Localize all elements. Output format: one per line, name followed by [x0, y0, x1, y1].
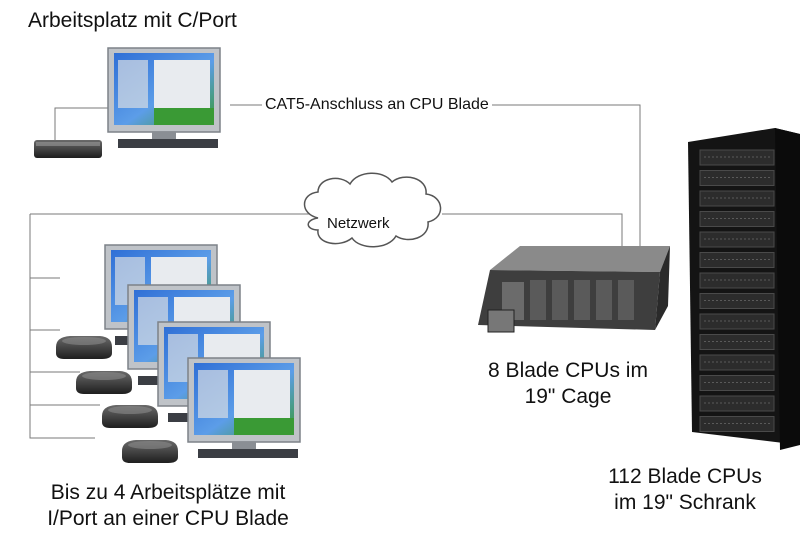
rack-label-line2: im 19" Schrank: [614, 491, 756, 514]
workstations-bus-line: [29, 250, 95, 439]
cage-label-line1: 8 Blade CPUs im: [488, 359, 648, 382]
iport-box-icon: [56, 336, 112, 359]
rack-label: 112 Blade CPUs im 19" Schrank: [580, 464, 790, 516]
top-workstation-monitor-icon: [107, 47, 221, 149]
workstations-label-line1: Bis zu 4 Arbeitsplätze mit: [50, 481, 286, 504]
cport-to-monitor-line: [54, 107, 110, 140]
cport-box-icon: [34, 140, 102, 158]
network-cloud-icon: [303, 172, 442, 248]
blade-rack-icon: [688, 128, 800, 450]
workstations-label: Bis zu 4 Arbeitsplätze mit I/Port an ein…: [0, 480, 336, 532]
cage-label-line2: 19" Cage: [524, 385, 612, 408]
workstations-label-line2: I/Port an einer CPU Blade: [47, 507, 289, 530]
network-label: Netzwerk: [327, 215, 390, 232]
network-right-line: [442, 213, 623, 250]
iport-box-icon: [76, 371, 132, 394]
rack-label-line1: 112 Blade CPUs: [608, 465, 762, 488]
cage-label: 8 Blade CPUs im 19" Cage: [448, 358, 688, 410]
iport-box-icon: [102, 405, 158, 428]
top-workstation-label: Arbeitsplatz mit C/Port: [28, 9, 237, 32]
iport-box-icon: [122, 440, 178, 463]
workstation-monitor-icon: [187, 357, 301, 459]
cat5-connection-label: CAT5-Anschluss an CPU Blade: [262, 95, 492, 115]
blade-cage-icon: [478, 246, 670, 333]
cat5-line: [230, 104, 641, 248]
